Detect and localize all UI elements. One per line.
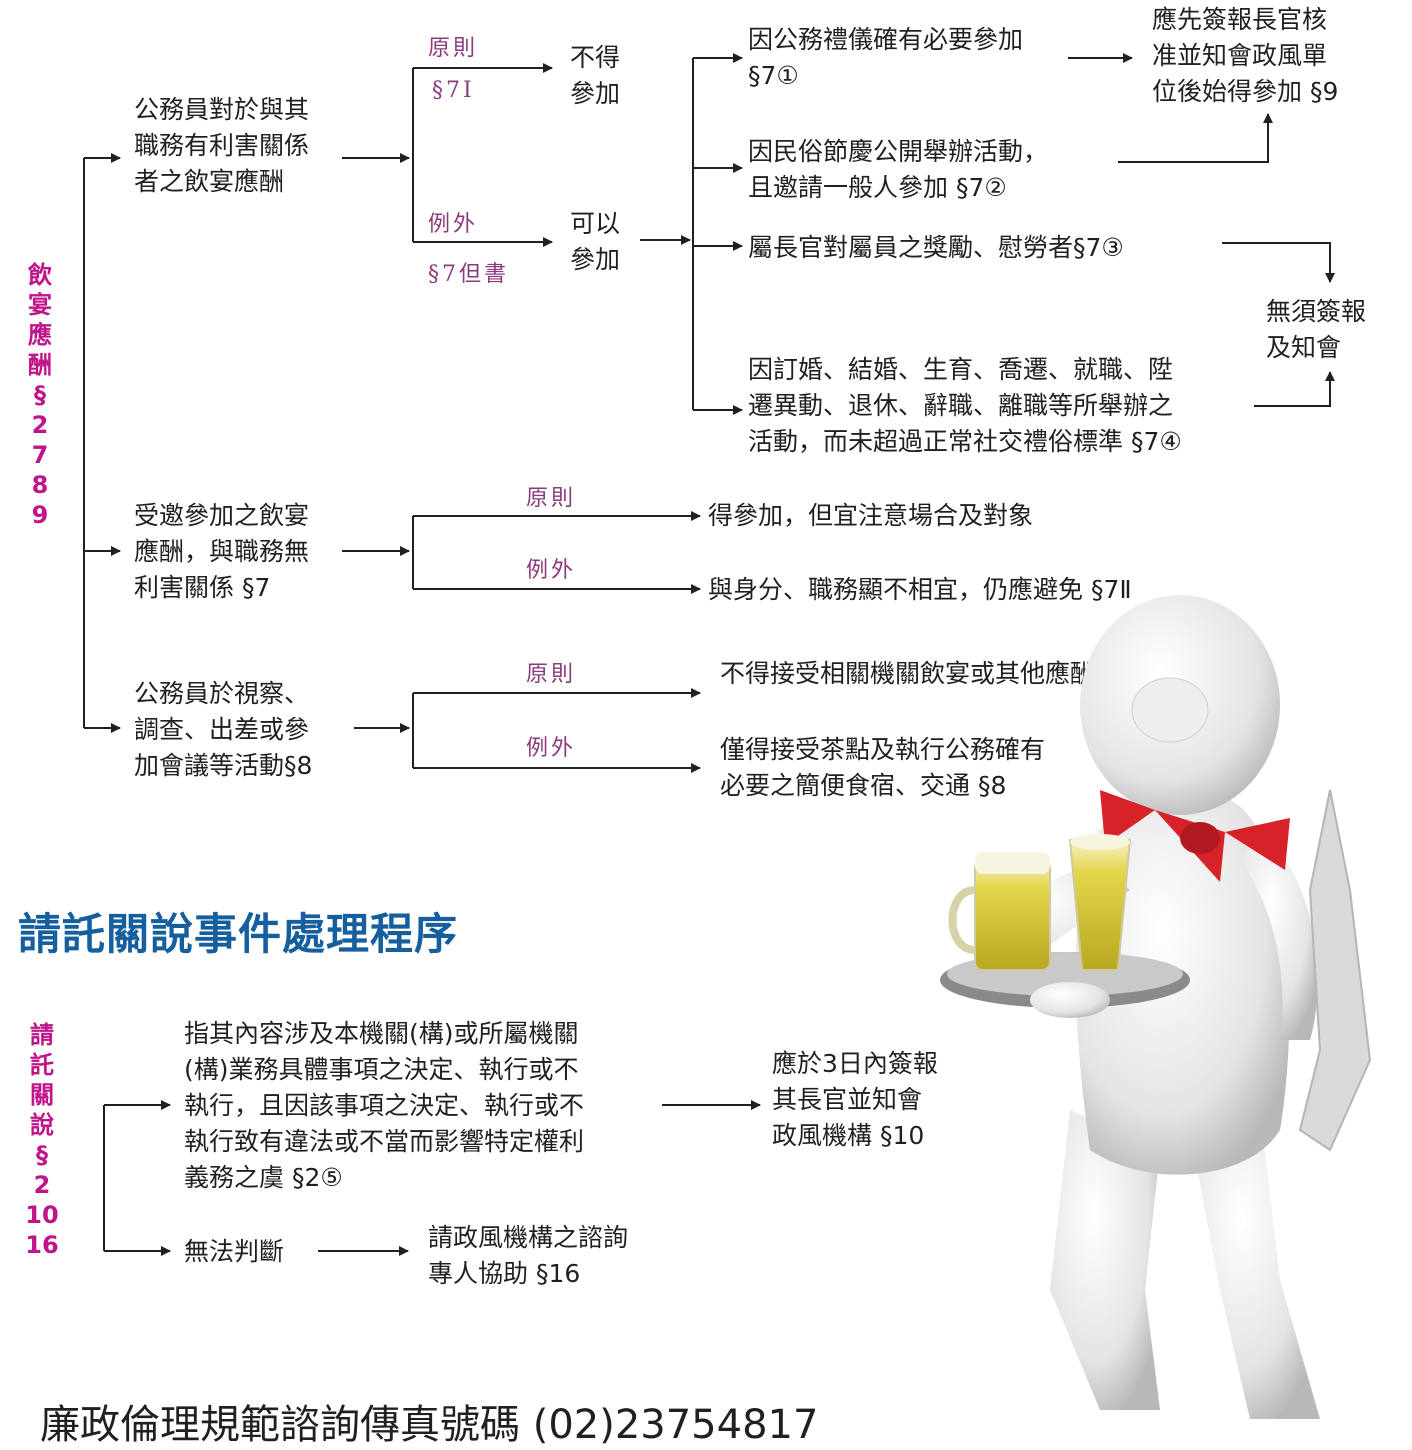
label-principle-3: 原則 <box>526 662 577 687</box>
consult-node: 請政風機構之諮詢專人協助 §16 <box>428 1223 629 1288</box>
section-heading: 請託關說事件處理程序 <box>18 910 458 960</box>
ref-exception-1: §7但書 <box>428 262 509 287</box>
label-exception-1: 例外 <box>428 212 479 237</box>
node-no-interest: 受邀參加之飲宴應酬，與職務無利害關係 §7 <box>134 501 310 602</box>
result-exception-2: 與身分、職務顯不相宜，仍應避免 §7Ⅱ <box>708 575 1132 604</box>
undetermined-node: 無法判斷 <box>184 1237 285 1266</box>
node-interest-related: 公務員對於與其職務有利害關係者之飲宴應酬 <box>134 95 310 196</box>
node-inspection: 公務員於視察、調查、出差或參加會議等活動§8 <box>134 679 313 780</box>
case-folk-festival: 因民俗節慶公開舉辦活動，且邀請一般人參加 §7② <box>748 137 1049 202</box>
ref-principle-1: §7Ⅰ <box>432 78 475 103</box>
label-principle-1: 原則 <box>428 36 479 61</box>
result-can-attend: 可以參加 <box>570 209 621 274</box>
case-official-etiquette: 因公務禮儀確有必要參加§7① <box>748 25 1024 90</box>
connector-lines <box>83 53 1335 1256</box>
label-exception-2: 例外 <box>526 558 577 583</box>
case-life-events: 因訂婚、結婚、生育、喬遷、就職、陞遷異動、退休、辭職、離職等所舉辦之活動，而未超… <box>748 355 1182 456</box>
result-exception-3: 僅得接受茶點及執行公務確有必要之簡便食宿、交通 §8 <box>720 735 1046 800</box>
label-exception-3: 例外 <box>526 736 577 761</box>
waiter-figure-image <box>940 595 1372 1419</box>
definition-text: 指其內容涉及本機關(構)或所屬機關(構)業務具體事項之決定、執行或不執行，且因該… <box>184 1019 585 1192</box>
outcome-no-report: 無須簽報及知會 <box>1266 297 1367 362</box>
result-cannot-attend: 不得參加 <box>570 43 621 108</box>
report-within-3-days: 應於3日內簽報其長官並知會政風機構 §10 <box>772 1049 938 1150</box>
outcome-report-required: 應先簽報長官核准並知會政風單位後始得參加 §9 <box>1152 5 1339 106</box>
footer-fax-number: 廉政倫理規範諮詢傳真號碼 (02)23754817 <box>40 1402 819 1448</box>
label-principle-2: 原則 <box>526 486 577 511</box>
result-principle-2: 得參加，但宜注意場合及對象 <box>708 501 1034 530</box>
case-supervisor-reward: 屬長官對屬員之獎勵、慰勞者§7③ <box>748 233 1124 262</box>
